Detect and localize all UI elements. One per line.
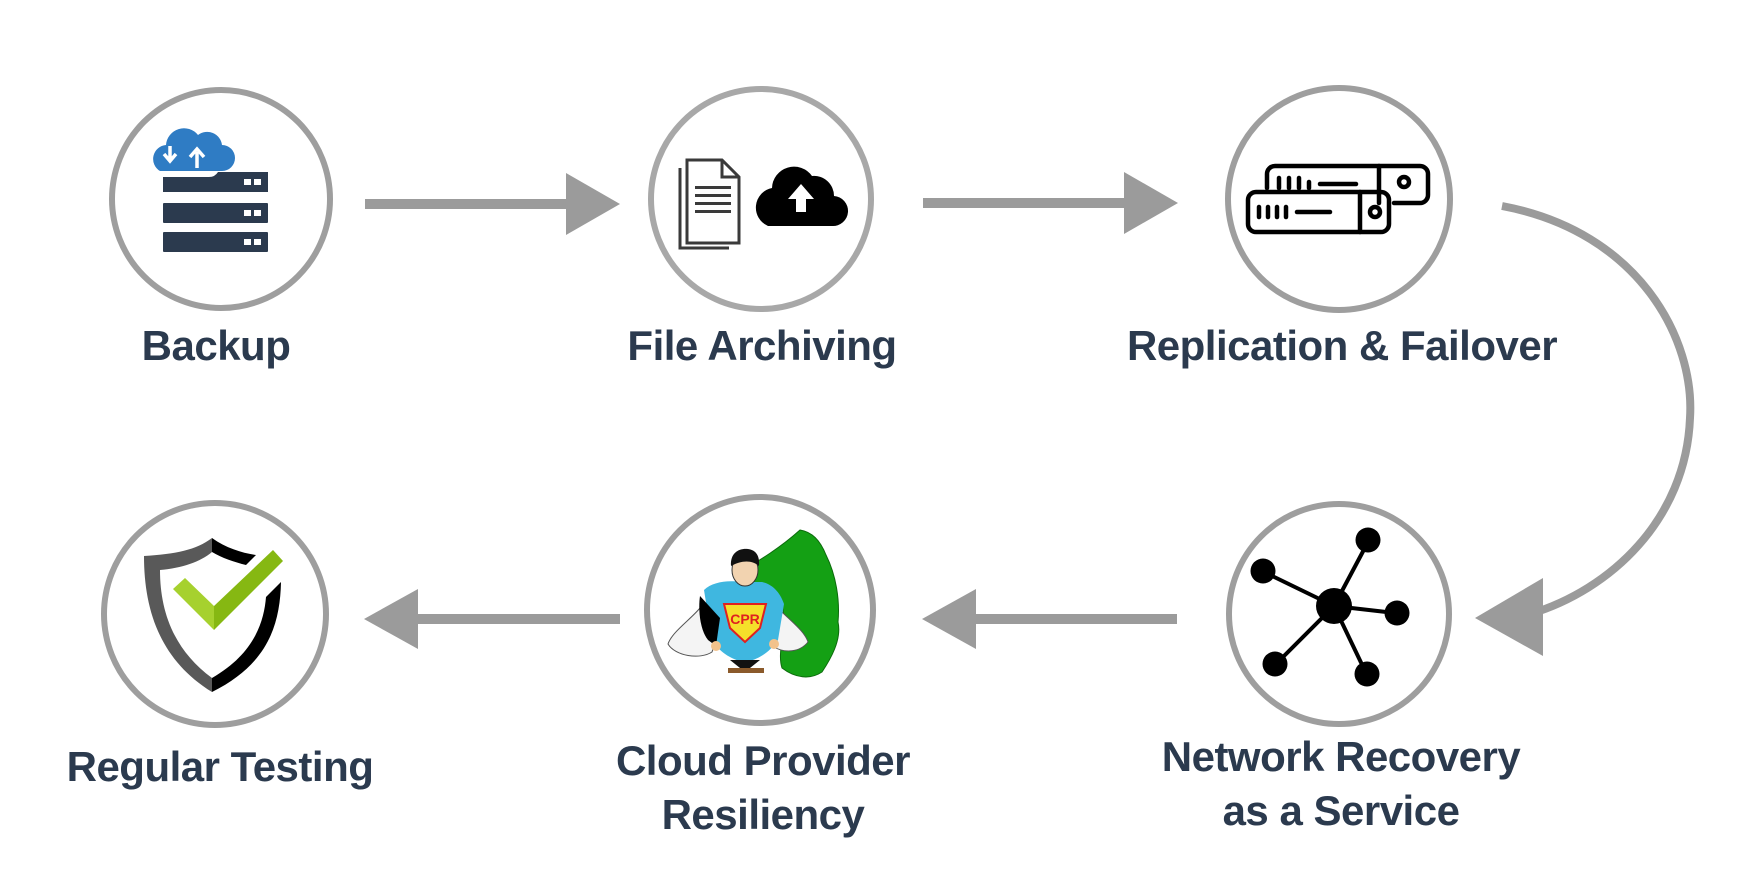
step-label-replication-failover: Replication & Failover [1126, 319, 1558, 373]
label-line: as a Service [1222, 787, 1460, 834]
connector-replication-to-network-recovery [1475, 202, 1695, 656]
step-regular-testing [101, 500, 329, 728]
step-network-recovery [1226, 501, 1452, 727]
arrow-shaft [923, 198, 1128, 208]
shield-check-icon [144, 538, 283, 692]
connector-backup-to-file-archiving [365, 173, 620, 235]
step-ring [1225, 85, 1453, 313]
document-icon [678, 158, 741, 250]
label-line: File Archiving [627, 322, 897, 369]
step-ring [109, 87, 333, 311]
step-label-file-archiving: File Archiving [627, 319, 897, 373]
arrow-head [1124, 172, 1178, 234]
cloud-upload-icon [755, 166, 849, 227]
label-line: Regular Testing [66, 743, 374, 790]
step-label-cloud-provider-resiliency: Cloud Provider Resiliency [615, 734, 911, 842]
step-label-network-recovery: Network Recovery as a Service [1162, 730, 1521, 838]
network-hub-icon [1250, 527, 1410, 687]
connector-network-to-cloud-provider [922, 589, 1177, 649]
arrow-shaft [414, 614, 620, 624]
step-file-archiving [648, 86, 874, 312]
step-replication-failover [1225, 85, 1453, 313]
step-backup [109, 87, 333, 311]
arrow-head [1475, 578, 1543, 656]
step-label-backup: Backup [142, 319, 291, 373]
step-cloud-provider-resiliency: CPR [644, 494, 876, 726]
arrow-head [922, 589, 976, 649]
curved-arrow-shaft [1501, 202, 1695, 618]
emblem-text: CPR [730, 611, 760, 627]
step-label-regular-testing: Regular Testing [67, 740, 374, 794]
connector-cloud-provider-to-regular-testing [364, 589, 620, 649]
label-line: Backup [141, 322, 291, 369]
connector-file-archiving-to-replication [923, 172, 1178, 234]
label-line: Resiliency [661, 791, 865, 838]
arrow-shaft [972, 614, 1177, 624]
arrow-shaft [365, 199, 570, 209]
superhero-cpr-icon: CPR [667, 529, 840, 678]
arrow-head [364, 589, 418, 649]
label-line: Replication & Failover [1126, 322, 1558, 369]
stacked-servers-icon [1245, 163, 1431, 235]
arrow-head [566, 173, 620, 235]
cloud-server-icon [153, 128, 268, 252]
label-line: Network Recovery [1161, 733, 1521, 780]
label-line: Cloud Provider [615, 737, 911, 784]
